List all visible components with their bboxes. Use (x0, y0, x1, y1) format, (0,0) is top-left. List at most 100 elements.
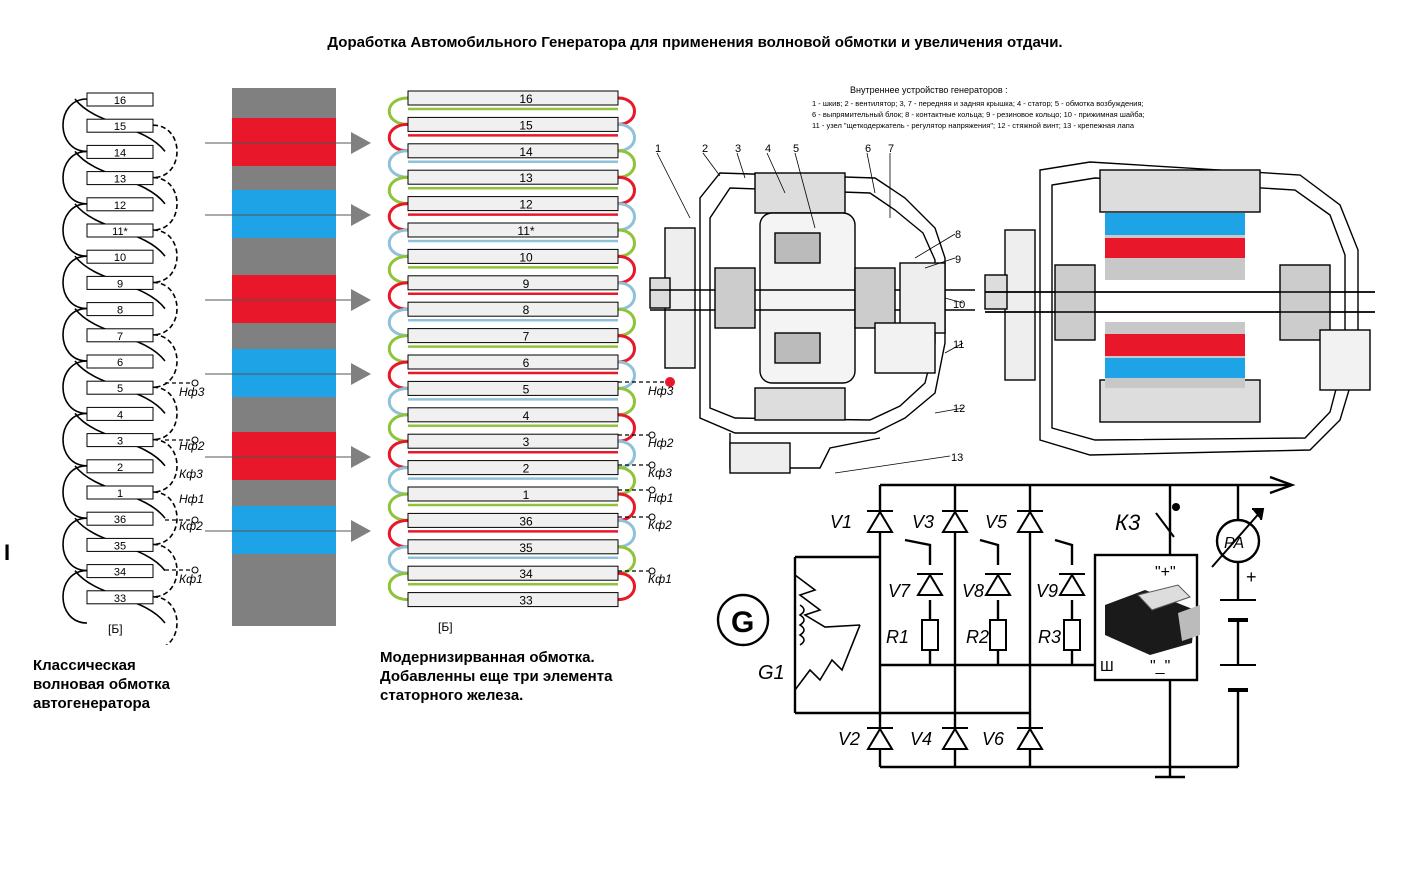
terminal-label: Кф3 (648, 466, 672, 480)
slot-number: 33 (519, 594, 533, 608)
diode-symbol (1016, 727, 1044, 750)
callout: 8 (955, 229, 961, 241)
winding-loop (62, 150, 88, 205)
winding-loop (387, 492, 409, 522)
winding-loop (62, 98, 88, 153)
winding-loop (617, 334, 636, 364)
winding-loop (617, 307, 636, 338)
modern-caption-line: Добавленны еще три элемента (380, 668, 613, 685)
slot-number: 34 (519, 567, 533, 581)
stator-slot (86, 171, 154, 186)
stator-slot (86, 459, 154, 474)
callout: 5 (793, 143, 799, 155)
stator-slot (86, 354, 154, 369)
stator-slot (407, 222, 619, 238)
stator-slot (86, 564, 154, 579)
stator-slot (86, 275, 154, 290)
stator-slot (86, 328, 154, 343)
winding-loop (617, 202, 636, 232)
winding-loop (617, 439, 636, 470)
winding-loop (617, 122, 636, 153)
stator-slot (407, 460, 619, 476)
terminal-label: Нф3 (179, 385, 205, 399)
terminal-label: Нф1 (648, 491, 673, 505)
slot-number: 6 (523, 356, 530, 370)
ammeter-plus-label: + (1246, 567, 1257, 587)
generator-label: G1 (758, 662, 785, 684)
winding-loop (387, 545, 409, 575)
pole-blue (232, 349, 336, 397)
slot-number: 16 (519, 92, 533, 106)
page-title: Доработка Автомобильного Генератора для … (327, 34, 1063, 51)
generator-section-modified (984, 161, 1375, 456)
callout: 4 (765, 143, 771, 155)
winding-loop (62, 255, 88, 310)
winding-loop (152, 124, 178, 179)
pole-red (232, 118, 336, 166)
generator-symbol-letter: G (731, 606, 754, 639)
pole-arrow (351, 204, 371, 226)
winding-loop (387, 254, 409, 285)
callout: 9 (955, 254, 961, 266)
resistor-r1 (921, 619, 939, 651)
stator-slot (86, 590, 154, 605)
callout: 13 (951, 452, 963, 464)
slot-number: 4 (117, 409, 123, 421)
winding-loop (387, 202, 409, 232)
legend-line: 1 - шкив; 2 - вентилятор; 3, 7 - передня… (812, 99, 1144, 108)
diode-label: V8 (962, 581, 984, 601)
winding-loop (387, 518, 409, 549)
slot-number: 14 (114, 147, 126, 159)
stator-slot (407, 565, 619, 581)
resistor-label: R2 (966, 627, 989, 647)
slot-number: 6 (117, 357, 123, 369)
resistor-r2 (989, 619, 1007, 651)
callout: 6 (865, 143, 871, 155)
winding-loop (152, 281, 178, 336)
winding-loop (617, 175, 636, 206)
classic-fig-label: [Б] (108, 622, 123, 636)
callout: 2 (702, 143, 708, 155)
stator-slot (86, 511, 154, 526)
regulator-plus-label: "+" (1155, 564, 1176, 581)
slot-number: 16 (114, 95, 126, 107)
slot-number: 36 (519, 514, 533, 528)
slot-number: 36 (114, 514, 126, 526)
slot-number: 4 (523, 409, 530, 423)
generator-legend: Внутреннее устройство генераторов : 1 - … (812, 85, 1145, 130)
slot-number: 35 (114, 540, 126, 552)
diode-label: V2 (838, 729, 860, 749)
slot-number: 9 (523, 277, 530, 291)
slot-number: 11* (112, 226, 128, 238)
winding-loop (62, 360, 88, 415)
slot-number: 15 (519, 118, 533, 132)
pole-blue (1105, 358, 1245, 378)
slot-number: 35 (519, 541, 533, 555)
stator-slot (86, 433, 154, 448)
winding-loop (152, 491, 178, 546)
pole-blue (232, 506, 336, 554)
winding-loop (617, 571, 636, 602)
terminal-label: Нф2 (179, 439, 205, 453)
ammeter (1215, 518, 1261, 564)
terminal-label: Нф2 (648, 436, 674, 450)
slot-number: 7 (523, 330, 530, 344)
modern-caption: Модернизирванная обмотка. Добавленны еще… (380, 648, 612, 705)
winding-loop (387, 360, 409, 390)
callout: 1 (655, 143, 661, 155)
winding-loop (617, 386, 636, 417)
stator-slot (407, 407, 619, 423)
pole-red (1105, 238, 1245, 258)
diode-symbol (916, 573, 944, 596)
stator-slot (407, 248, 619, 264)
slot-number: 3 (117, 436, 123, 448)
diode-label: V7 (888, 581, 911, 601)
pole-red (232, 432, 336, 480)
slot-number: 13 (114, 174, 126, 186)
winding-loop (62, 465, 88, 519)
legend-line: 6 - выпрямительный блок; 8 - контактные … (812, 110, 1145, 119)
callout: 10 (953, 299, 965, 311)
winding-loop (152, 596, 178, 645)
diode-symbol (866, 510, 894, 533)
